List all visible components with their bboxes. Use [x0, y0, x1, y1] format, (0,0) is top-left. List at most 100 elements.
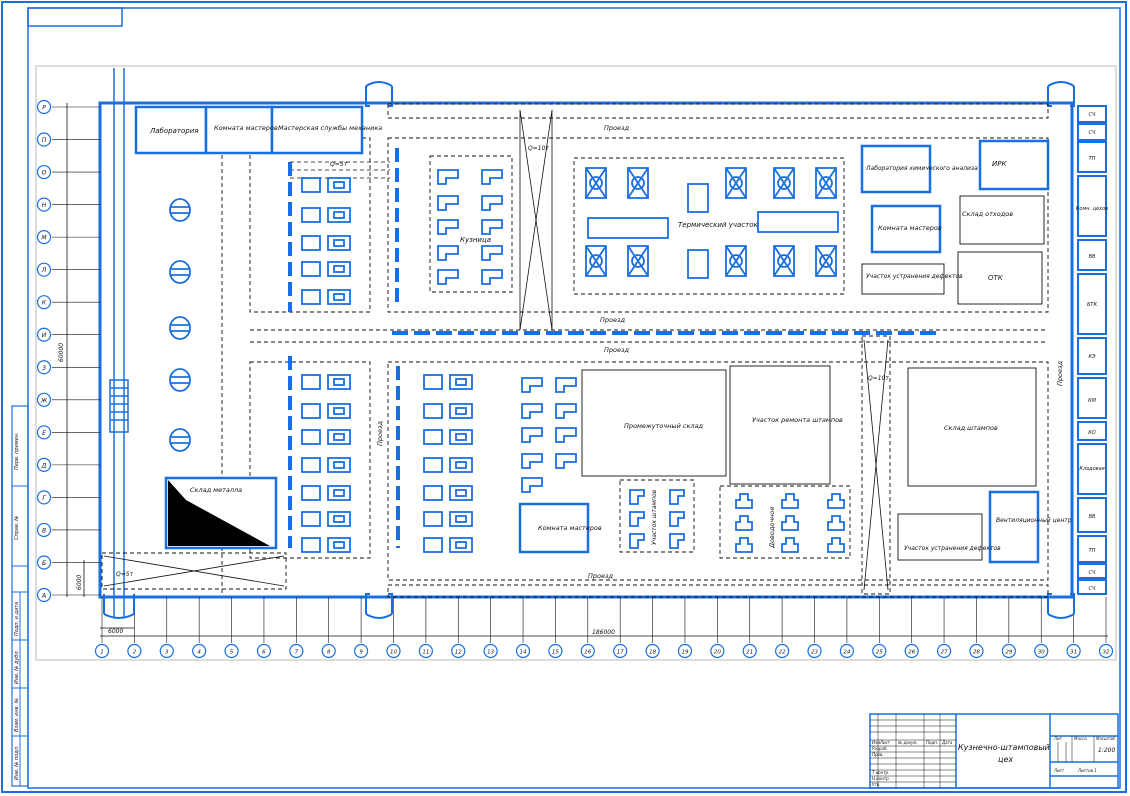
label-laboratory: Лаборатория — [149, 127, 198, 135]
press-icon — [455, 433, 467, 441]
col-axis-bubble — [256, 643, 272, 659]
press-icon — [449, 403, 473, 419]
row-axis-bubble — [36, 360, 52, 375]
heat-furnace-icon — [585, 167, 607, 199]
quench-tank-icon — [757, 211, 839, 233]
dim-bay: 6000 — [108, 628, 123, 635]
label-crane-c: Q=10т — [868, 375, 889, 382]
press-icon — [449, 537, 473, 553]
col-axis-bubble — [742, 643, 757, 659]
col-axis-bubble — [807, 643, 822, 659]
label-crane-a: Q=5т — [330, 161, 348, 168]
right-room-label: Комн. цехов — [1076, 206, 1108, 212]
label-forging: Кузница — [460, 236, 491, 244]
press-icon — [327, 485, 351, 501]
right-room-label: БТК — [1087, 302, 1097, 308]
press-icon — [301, 485, 321, 501]
die-icon — [669, 533, 685, 549]
label-die-store: Склад штампов — [944, 424, 998, 432]
label-passage-right: Проезд — [1056, 361, 1064, 386]
col-axis-label: 29 — [1005, 650, 1012, 656]
press-icon — [423, 511, 443, 527]
press-icon — [327, 511, 351, 527]
row-axis-label: Л — [41, 267, 47, 274]
col-axis-bubble — [969, 643, 984, 659]
label-passage-vertical: Проезд — [376, 421, 384, 446]
hammer-icon — [555, 427, 577, 443]
tb-row-2: Разраб. — [872, 746, 888, 751]
tb-row-4: Т.контр. — [872, 770, 889, 775]
stamp-text-3: Подп. и дата — [14, 602, 20, 636]
col-axis-bubble — [1066, 643, 1081, 659]
drawing-frame — [27, 7, 1121, 789]
row-axis-label: Г — [42, 495, 46, 502]
press-icon — [333, 433, 345, 441]
label-irk: ИРК — [992, 160, 1007, 168]
press-icon — [333, 541, 345, 549]
label-passage-2: Проезд — [600, 316, 625, 324]
press-icon — [333, 515, 345, 523]
fixture-icon — [827, 493, 845, 509]
col-axis-bubble — [775, 643, 790, 659]
press-icon — [449, 511, 473, 527]
press-icon — [455, 378, 467, 386]
fixture-icon — [827, 515, 845, 531]
col-axis-bubble — [451, 643, 466, 659]
col-axis-label: 28 — [973, 650, 980, 656]
press-icon — [301, 261, 321, 277]
hdr-lit: Лит. — [1053, 736, 1063, 741]
col-axis-label: 9 — [359, 650, 363, 656]
label-chem-lab: Лаборатория химического анализа — [865, 165, 978, 172]
col-axis-label: 23 — [811, 650, 818, 656]
drawing-title-1: Кузнечно-штамповый — [958, 743, 1050, 752]
dim-width: 60000 — [58, 343, 65, 362]
press-icon — [455, 489, 467, 497]
col-axis-label: 11 — [422, 650, 429, 656]
label-metal-store: Склад металла — [190, 486, 242, 494]
col-axis-label: 6 — [262, 650, 266, 656]
right-room-label: ТП — [1089, 548, 1096, 554]
col-axis-label: 1 — [100, 650, 104, 656]
hammer-icon — [555, 403, 577, 419]
press-icon — [301, 457, 321, 473]
col-axis-label: 26 — [908, 650, 915, 656]
press-icon — [327, 537, 351, 553]
row-axis-label: Д — [41, 462, 47, 469]
col-axis-label: 8 — [327, 650, 331, 656]
col-axis-label: 22 — [779, 650, 786, 656]
heat-furnace-icon — [773, 167, 795, 199]
heat-furnace-icon — [725, 167, 747, 199]
right-room-label: СЧ — [1089, 112, 1096, 118]
stamp-text-5: Взам. инв. № — [14, 698, 20, 732]
fixture-icon — [781, 537, 799, 553]
col-axis-label: 5 — [230, 650, 234, 656]
hammer-icon — [437, 169, 459, 185]
press-icon — [333, 489, 345, 497]
press-icon — [301, 235, 321, 251]
title-block — [869, 713, 1119, 789]
col-axis-label: 31 — [1070, 650, 1077, 656]
label-master-room-3: Комната мастеров — [538, 524, 602, 532]
label-vent-center: Вентиляционный центр — [996, 517, 1072, 524]
press-icon — [455, 541, 467, 549]
col-axis-bubble — [159, 643, 174, 659]
row-axis-bubble — [36, 164, 52, 180]
tb-row-3: Пров. — [872, 752, 884, 757]
row-axis-bubble — [36, 425, 52, 440]
tb-col-2: № докум. — [897, 740, 918, 745]
furnace-icon — [169, 368, 191, 392]
press-icon — [327, 235, 351, 251]
row-axis-bubble — [36, 392, 52, 407]
right-room-label: СЧ — [1089, 130, 1096, 136]
viewport-border — [35, 65, 1117, 661]
right-room-label: Кладовая — [1079, 466, 1104, 472]
label-mechanic-service: Мастерская службы механика — [278, 124, 382, 132]
press-icon — [327, 207, 351, 223]
press-icon — [449, 485, 473, 501]
label-die-repair: Участок ремонта штампов — [752, 416, 843, 424]
right-room-label: ВВ — [1089, 254, 1096, 260]
label-thermal: Термический участок — [678, 221, 758, 229]
label-passage-3: Проезд — [604, 346, 629, 354]
